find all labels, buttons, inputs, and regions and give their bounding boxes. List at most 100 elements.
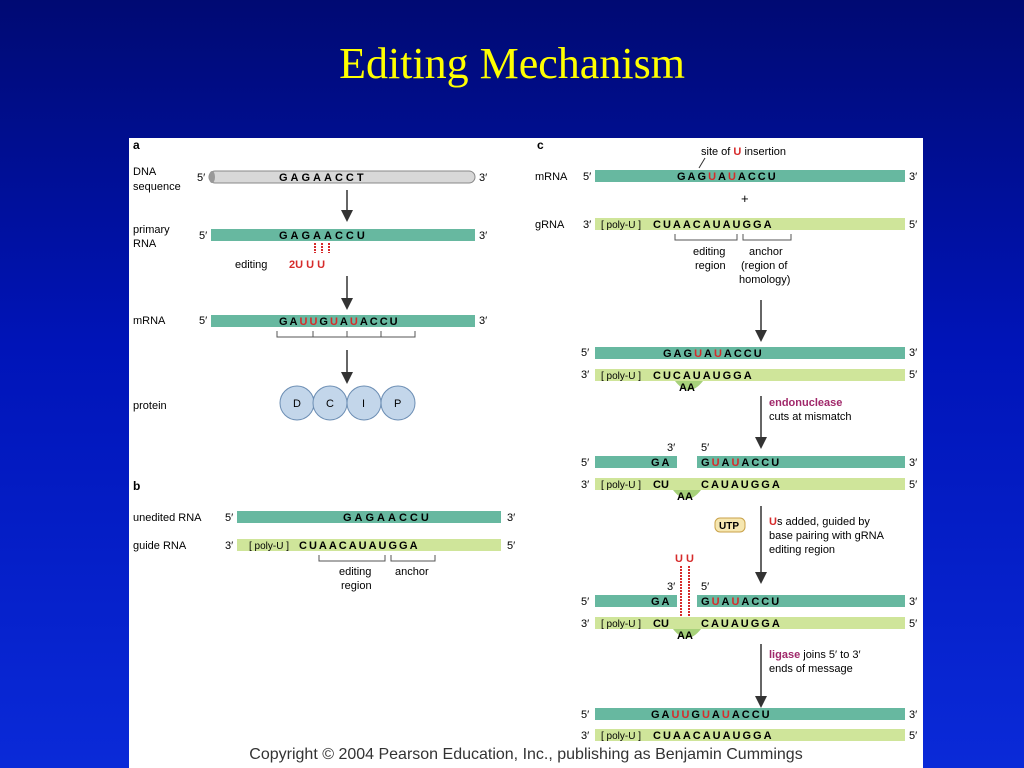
us-line1: Us added, guided by — [769, 516, 870, 528]
s2-cu: CU — [653, 479, 669, 491]
guide-editing-1: editing — [339, 566, 371, 578]
unedited-strand — [237, 511, 501, 523]
s2-loop — [673, 490, 701, 499]
s1-g5prime: 5′ — [909, 369, 917, 381]
residue-4: P — [394, 398, 401, 410]
us-line3: editing region — [769, 544, 835, 556]
s3-grna — [595, 617, 905, 629]
unedited-5prime: 5′ — [225, 512, 233, 524]
guide-brackets — [318, 555, 436, 562]
s1-g3prime: 3′ — [581, 369, 589, 381]
mrna-a-5prime: 5′ — [199, 315, 207, 327]
s2-aa: AA — [677, 491, 693, 503]
guide-anchor: anchor — [395, 566, 429, 578]
grna-c-anchor-3: homology) — [739, 274, 790, 286]
grna-c-editing-1: editing — [693, 246, 725, 258]
s2-grna — [595, 478, 905, 490]
s3-grna-right: CAUAUGGA — [701, 618, 782, 630]
s4-g3prime: 3′ — [581, 730, 589, 742]
s2-3prime: 3′ — [909, 457, 917, 469]
s3-loop — [673, 629, 701, 638]
mrna-c-3prime: 3′ — [909, 171, 917, 183]
primary-label-1: primary — [133, 224, 170, 236]
s3-right-seq: GUAUACCU — [701, 596, 781, 608]
residue-2: C — [326, 398, 334, 410]
s4-grna — [595, 729, 905, 741]
s3-cu: CU — [653, 618, 669, 630]
s2-polyu: [ poly-U ] — [601, 480, 641, 491]
copyright-notice: Copyright © 2004 Pearson Education, Inc.… — [249, 746, 803, 763]
us-line2: base pairing with gRNA — [769, 530, 885, 542]
s1-grna-seq: CUCAUAUGGA — [653, 370, 754, 382]
s2-mrna-left — [595, 456, 677, 468]
dna-end-cap — [209, 171, 215, 183]
residue-3: I — [362, 398, 365, 410]
guide-strand — [237, 539, 501, 551]
s1-aa: AA — [679, 382, 695, 394]
unedited-label: unedited RNA — [133, 512, 202, 524]
primary-label-2: RNA — [133, 238, 157, 250]
s1-mrna — [595, 347, 905, 359]
s3-left-seq: GA — [651, 596, 672, 608]
s4-mrna — [595, 708, 905, 720]
grna-c-strand — [595, 218, 905, 230]
guide-label: guide RNA — [133, 540, 187, 552]
guide-editing-2: region — [341, 580, 372, 592]
s1-polyu: [ poly-U ] — [601, 371, 641, 382]
residue-circle-4 — [380, 385, 416, 421]
guide-polyu: [ poly-U ] — [249, 541, 289, 552]
guide-sequence: CUAACAUAUGGA — [299, 540, 420, 552]
grna-c-polyu: [ poly-U ] — [601, 220, 641, 231]
primary-sequence: GAGAACCU — [279, 230, 368, 242]
editing-label: editing — [235, 259, 267, 271]
primary-rna-strand — [211, 229, 475, 241]
primary-5prime: 5′ — [199, 230, 207, 242]
panel-c-letter: c — [537, 138, 544, 152]
guide-3prime: 3′ — [225, 540, 233, 552]
mrna-a-sequence: GAUUGUAUACCU — [279, 316, 400, 328]
s2-g5prime: 5′ — [909, 479, 917, 491]
s3-mrna-right — [697, 595, 905, 607]
s1-mrna-seq: GAGUAUACCU — [663, 348, 764, 360]
s3-g3prime: 3′ — [581, 618, 589, 630]
s1-3prime: 3′ — [909, 347, 917, 359]
figure-panel: a DNA sequence 5′ GAGAACCT 3′ primary RN… — [129, 138, 923, 768]
mrna-a-strand — [211, 315, 475, 327]
s4-3prime: 3′ — [909, 709, 917, 721]
s3-5prime: 5′ — [581, 596, 589, 608]
s3-aa: AA — [677, 630, 693, 642]
mrna-a-label: mRNA — [133, 315, 166, 327]
grna-c-5prime: 5′ — [909, 219, 917, 231]
s4-grna-seq: CUAACAUAUGGA — [653, 730, 774, 742]
editing-insert: 2U U U — [289, 259, 325, 271]
grna-c-anchor-1: anchor — [749, 246, 783, 258]
s2-mrna-right — [697, 456, 905, 468]
dna-3prime: 3′ — [479, 172, 487, 184]
grna-c-3prime: 3′ — [583, 219, 591, 231]
endo-label: endonuclease — [769, 397, 842, 409]
s3-cut-3prime: 3′ — [667, 581, 675, 593]
editing-diagram: a DNA sequence 5′ GAGAACCT 3′ primary RN… — [133, 138, 917, 742]
mrna-c-5prime: 5′ — [583, 171, 591, 183]
residue-1: D — [293, 398, 301, 410]
s3-3prime: 3′ — [909, 596, 917, 608]
endo-desc: cuts at mismatch — [769, 411, 852, 423]
s4-mrna-seq: GAUUGUAUACCU — [651, 709, 772, 721]
s1-5prime: 5′ — [581, 347, 589, 359]
panel-b-letter: b — [133, 479, 140, 493]
s2-cut-3prime: 3′ — [667, 442, 675, 454]
s3-polyu: [ poly-U ] — [601, 619, 641, 630]
mrna-c-strand — [595, 170, 905, 182]
grna-c-sequence: CUAACAUAUGGA — [653, 219, 774, 231]
site-label: site of U insertion — [701, 146, 786, 158]
slide-title: Editing Mechanism — [339, 39, 685, 88]
s4-5prime: 5′ — [581, 709, 589, 721]
protein-label: protein — [133, 400, 167, 412]
mrna-c-sequence: GAGUAUACCU — [677, 171, 778, 183]
s2-left-seq: GA — [651, 457, 672, 469]
s2-right-seq: GUAUACCU — [701, 457, 781, 469]
grna-c-label: gRNA — [535, 219, 565, 231]
mrna-a-3prime: 3′ — [479, 315, 487, 327]
unedited-3prime: 3′ — [507, 512, 515, 524]
s3-g5prime: 5′ — [909, 618, 917, 630]
